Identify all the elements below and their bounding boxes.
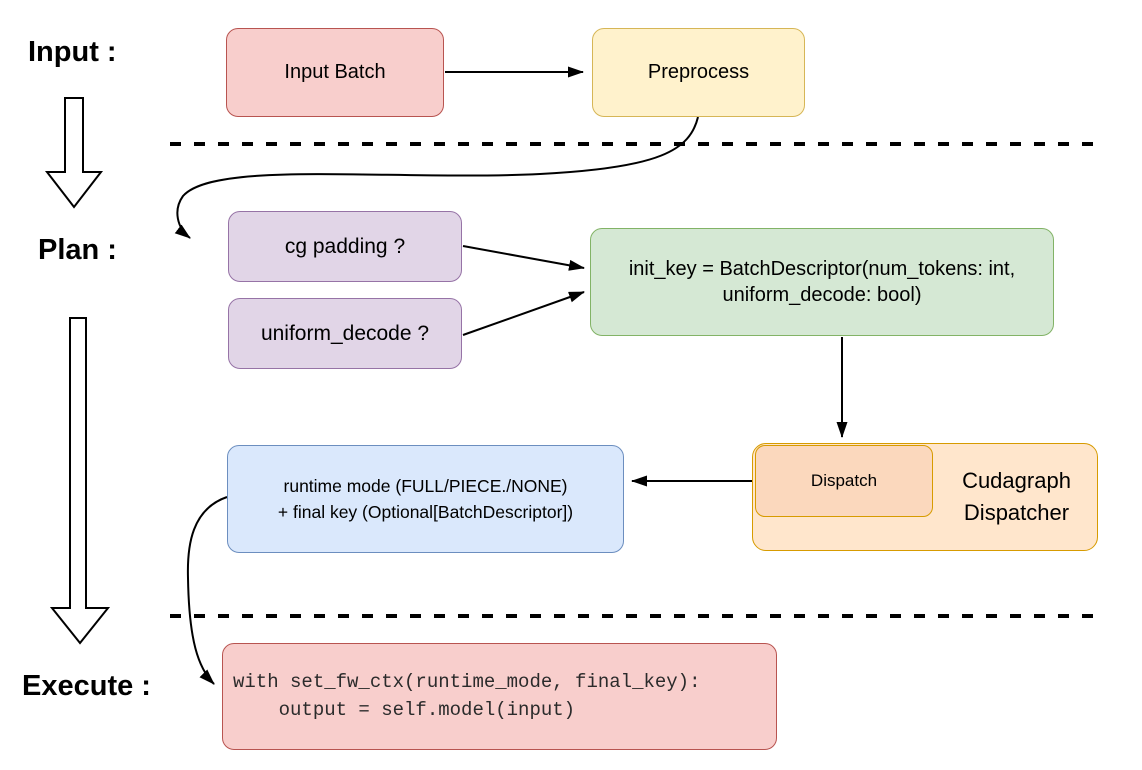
connector-cg-padding-to-init-key xyxy=(462,245,585,271)
runtime-mode-label-line2: + final key (Optional[BatchDescriptor]) xyxy=(277,502,574,522)
execute-code-line2: output = self.model(input) xyxy=(233,698,576,721)
connector-uniform-decode-to-init-key xyxy=(462,291,585,336)
input-batch-label: Input Batch xyxy=(284,61,386,84)
dispatch-node: Dispatch xyxy=(755,445,933,517)
plan-to-execute-arrow-icon xyxy=(49,317,111,645)
execute-phase-label: Execute : xyxy=(22,670,151,702)
execute-code-line1: with set_fw_ctx(runtime_mode, final_key)… xyxy=(233,670,701,693)
input-batch-node: Input Batch xyxy=(226,28,444,117)
preprocess-label: Preprocess xyxy=(647,61,750,84)
runtime-mode-node: runtime mode (FULL/PIECE./NONE) + final … xyxy=(227,445,624,553)
uniform-decode-node: uniform_decode ? xyxy=(228,298,462,369)
init-key-node: init_key = BatchDescriptor(num_tokens: i… xyxy=(590,228,1054,336)
cudagraph-dispatcher-label: Cudagraph Dispatcher xyxy=(962,468,1071,525)
preprocess-node: Preprocess xyxy=(592,28,805,117)
init-key-label-line2: uniform_decode: bool) xyxy=(722,284,922,306)
execute-code-node: with set_fw_ctx(runtime_mode, final_key)… xyxy=(222,643,777,750)
uniform-decode-label: uniform_decode ? xyxy=(260,321,430,345)
input-to-plan-arrow-icon xyxy=(44,97,104,209)
cg-padding-node: cg padding ? xyxy=(228,211,462,282)
init-key-label-line1: init_key = BatchDescriptor(num_tokens: i… xyxy=(628,257,1016,280)
runtime-mode-label-line1: runtime mode (FULL/PIECE./NONE) xyxy=(283,475,568,496)
input-phase-label: Input : xyxy=(28,36,117,68)
plan-phase-label: Plan : xyxy=(38,234,117,266)
dispatch-label: Dispatch xyxy=(810,470,878,490)
cg-padding-label: cg padding ? xyxy=(284,234,406,258)
